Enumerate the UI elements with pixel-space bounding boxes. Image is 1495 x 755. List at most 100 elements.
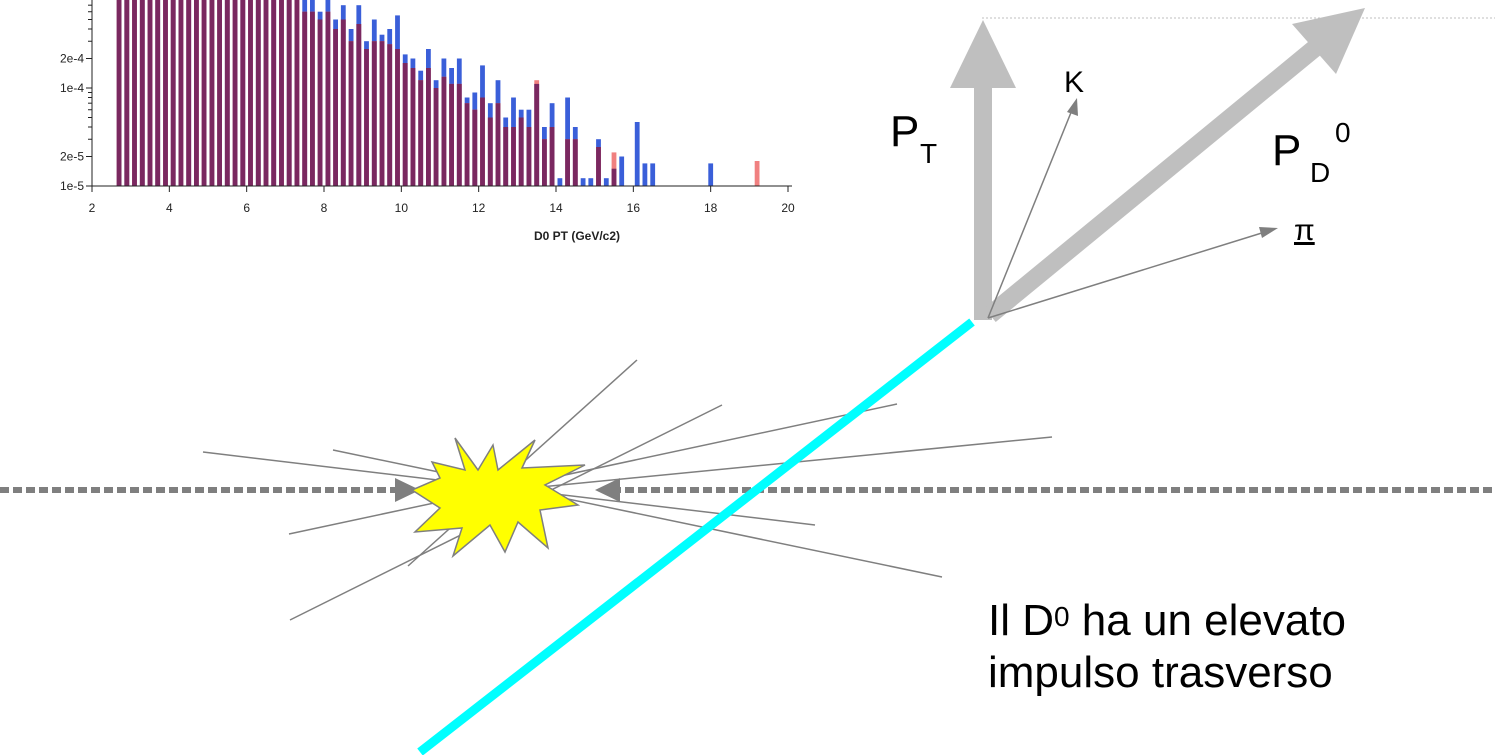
bar-overlap [549, 127, 555, 186]
bar-overlap [178, 0, 184, 186]
bar-series-a [603, 178, 609, 186]
y-tick-label: 1e-5 [60, 179, 84, 193]
pd-label-superscript: 0 [1335, 117, 1351, 148]
caption-line-1: Il D0 ha un elevato [988, 595, 1495, 647]
x-tick-label: 12 [472, 201, 486, 215]
histogram-bars [116, 0, 760, 187]
bar-overlap [526, 127, 532, 186]
bar-overlap [294, 0, 300, 186]
caption: Il D0 ha un elevato impulso trasverso [988, 595, 1495, 755]
k-label: K [1064, 66, 1084, 99]
caption-line-1-end: ha un elevato [1069, 596, 1347, 645]
bar-overlap [201, 0, 207, 186]
pd-arrow-shaft [984, 41, 1321, 322]
bar-overlap [271, 0, 277, 186]
bar-overlap [572, 139, 578, 186]
bar-series-a [580, 178, 586, 186]
bar-overlap [356, 24, 362, 186]
bar-series-a [708, 163, 714, 186]
bar-overlap [511, 127, 516, 186]
x-tick-label: 2 [89, 201, 96, 215]
bar-overlap [418, 80, 424, 186]
bar-overlap [116, 0, 122, 186]
y-ticks: 2e-41e-42e-51e-5 [60, 4, 92, 193]
bar-overlap [534, 83, 540, 186]
bar-series-b [754, 161, 760, 186]
pt-arrowhead [950, 20, 1016, 88]
bar-overlap [139, 0, 145, 186]
caption-superscript: 0 [1054, 601, 1070, 632]
track [509, 436, 1053, 491]
bar-overlap [518, 117, 524, 186]
x-tick-label: 18 [704, 201, 718, 215]
bar-overlap [232, 0, 238, 186]
bar-series-a [650, 163, 656, 186]
bar-overlap [255, 0, 261, 186]
pt-label: P [890, 107, 919, 156]
bar-overlap [379, 41, 385, 187]
bar-overlap [132, 0, 137, 186]
y-tick-label: 1e-4 [60, 81, 84, 95]
bar-overlap [147, 0, 153, 186]
pd-label-subscript: D [1310, 157, 1330, 188]
collision-burst [410, 437, 586, 559]
bar-series-a [634, 122, 640, 186]
d0-jet [417, 318, 975, 755]
bar-overlap [449, 83, 454, 186]
bar-overlap [426, 68, 431, 186]
bar-overlap [348, 41, 354, 187]
beam-left-arrowhead [395, 478, 420, 502]
bar-overlap [240, 0, 246, 186]
x-axis-label: D0 PT (GeV/c2) [534, 229, 620, 243]
y-tick-label: 2e-4 [60, 51, 84, 65]
x-tick-label: 8 [321, 201, 328, 215]
x-tick-label: 4 [166, 201, 173, 215]
bar-series-a [588, 178, 594, 186]
x-tick-label: 10 [395, 201, 409, 215]
bar-series-a [557, 178, 563, 186]
pi-label: π [1294, 214, 1315, 247]
bar-overlap [170, 0, 176, 186]
bar-series-a [642, 163, 648, 186]
caption-line-1-start: Il D [988, 596, 1054, 645]
momentum-arrows [950, 8, 1365, 322]
bar-overlap [480, 97, 485, 186]
bar-overlap [611, 168, 617, 186]
x-tick-label: 14 [549, 201, 563, 215]
bar-overlap [456, 83, 462, 186]
bar-overlap [186, 0, 192, 186]
caption-line-2: impulso trasverso [988, 648, 1333, 697]
bar-overlap [410, 68, 416, 186]
bar-overlap [279, 0, 284, 186]
bar-overlap [194, 0, 199, 186]
bar-overlap [263, 0, 269, 186]
bar-overlap [565, 139, 570, 186]
bar-overlap [596, 147, 601, 186]
bar-overlap [310, 11, 315, 187]
bar-overlap [441, 76, 447, 186]
bar-overlap [217, 0, 222, 186]
bar-overlap [209, 0, 215, 186]
bar-overlap [224, 0, 230, 186]
bar-overlap [472, 109, 478, 186]
bar-overlap [155, 0, 161, 186]
bar-overlap [325, 11, 331, 187]
bar-overlap [371, 41, 377, 187]
bar-overlap [333, 29, 338, 186]
bar-overlap [503, 127, 509, 186]
bar-overlap [286, 0, 292, 186]
bar-overlap [124, 0, 130, 186]
k-arrowhead [1067, 98, 1078, 116]
k-track [987, 109, 1073, 319]
bar-overlap [387, 44, 393, 187]
x-tick-label: 6 [243, 201, 250, 215]
bar-overlap [248, 0, 253, 186]
pi-track [987, 231, 1266, 319]
bar-overlap [542, 139, 547, 186]
bar-overlap [495, 103, 501, 186]
x-tick-label: 16 [627, 201, 641, 215]
bar-overlap [317, 19, 323, 186]
